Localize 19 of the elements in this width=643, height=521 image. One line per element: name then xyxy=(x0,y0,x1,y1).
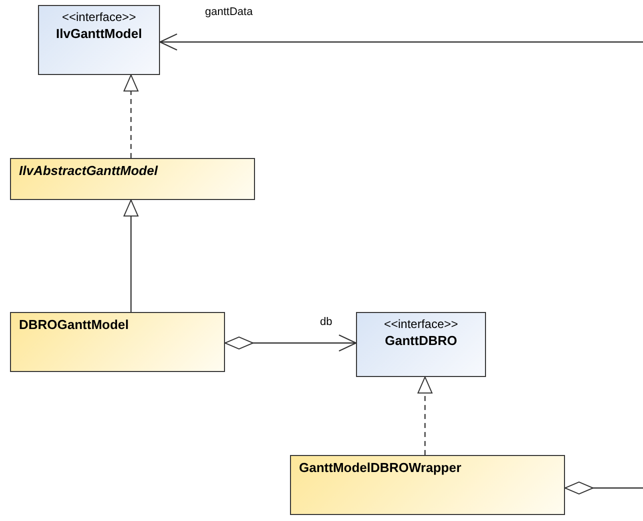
association-arrow xyxy=(224,334,357,352)
class-name: IlvGanttModel xyxy=(56,26,142,41)
class-box xyxy=(10,158,255,200)
connector-arrow xyxy=(124,200,138,312)
stereotype-label: <<interface>> xyxy=(62,10,136,24)
edge-label: ganttData xyxy=(203,6,255,18)
edge-label: db xyxy=(318,316,334,328)
connector-arrow xyxy=(124,74,138,158)
class-name: IlvAbstractGanttModel xyxy=(19,163,158,178)
class-box xyxy=(290,455,565,515)
class-name: DBROGanttModel xyxy=(19,317,129,332)
interface-box xyxy=(356,312,486,377)
connector-arrow xyxy=(418,376,432,455)
interface-box xyxy=(38,5,160,75)
class-box xyxy=(10,312,225,372)
association-arrow xyxy=(159,33,643,51)
stereotype-label: <<interface>> xyxy=(384,317,458,331)
class-name: GanttModelDBROWrapper xyxy=(299,460,462,475)
class-name: GanttDBRO xyxy=(384,333,458,348)
